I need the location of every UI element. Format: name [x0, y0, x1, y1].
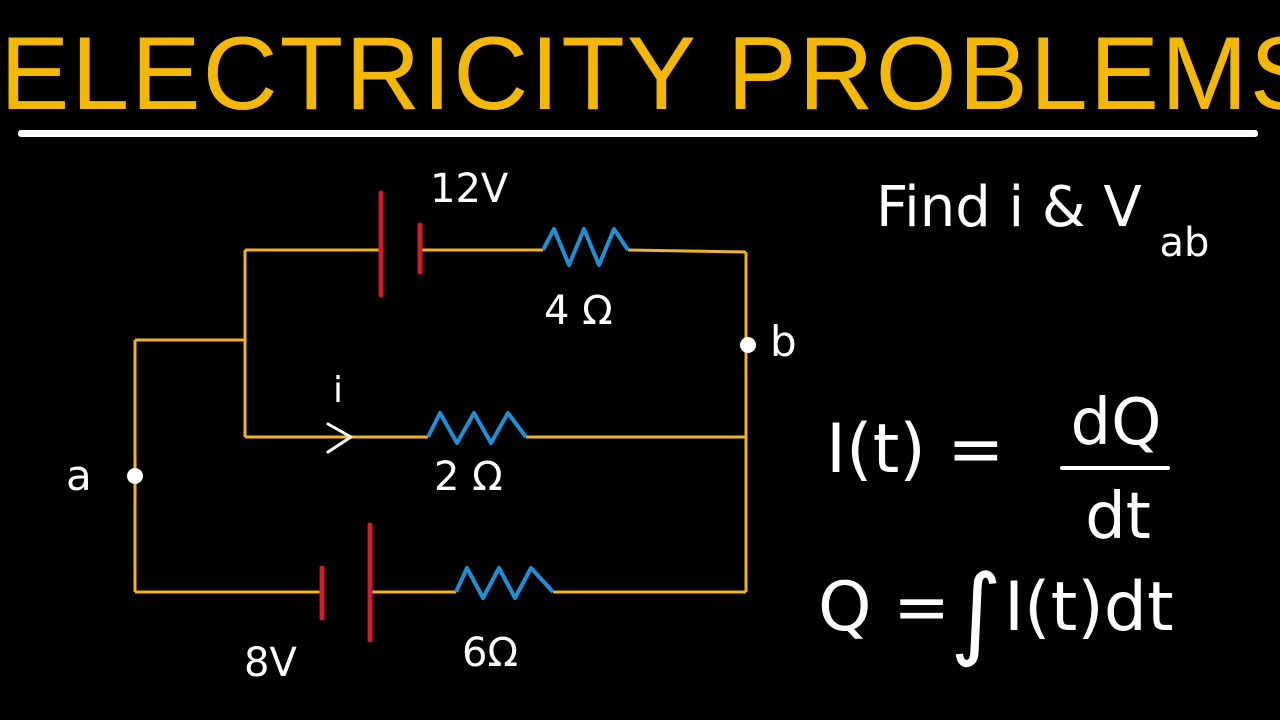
- current-label: i: [333, 370, 343, 411]
- integral-sign-icon: ∫: [950, 553, 1002, 670]
- formula-charge-lhs: Q =: [818, 568, 950, 647]
- resistor-top: [541, 227, 630, 267]
- battery-bottom-label: 8V: [244, 640, 297, 686]
- battery-bottom: [319, 522, 373, 643]
- node-b-dot: [740, 337, 756, 353]
- battery-top-label: 12V: [430, 166, 509, 212]
- node-a-dot: [127, 468, 143, 484]
- node-b-label: b: [770, 317, 797, 366]
- resistor-middle: [426, 411, 528, 445]
- wires: [133, 248, 748, 594]
- formula-current-numerator: dQ: [1071, 386, 1162, 460]
- resistor-middle-label: 2 Ω: [434, 454, 503, 500]
- resistors: [426, 227, 630, 600]
- node-a-label: a: [66, 451, 92, 500]
- resistor-bottom: [454, 566, 555, 600]
- battery-top: [378, 190, 423, 298]
- current-arrow-icon: [326, 422, 353, 454]
- wire-top-right: [627, 248, 747, 254]
- formula-current-lhs: I(t) =: [826, 410, 1004, 489]
- page-title: ELECTRICITY PROBLEMS: [0, 16, 1280, 132]
- resistor-bottom-label: 6Ω: [462, 630, 518, 676]
- resistor-top-label: 4 Ω: [544, 288, 613, 334]
- title-underline: [18, 130, 1258, 137]
- formula-current-denominator: dt: [1085, 480, 1151, 554]
- find-text: Find i & V ab: [876, 175, 1209, 266]
- formula-charge-rhs: I(t)dt: [1004, 568, 1174, 647]
- find-main: Find i & V: [876, 175, 1142, 240]
- find-subscript: ab: [1159, 220, 1209, 266]
